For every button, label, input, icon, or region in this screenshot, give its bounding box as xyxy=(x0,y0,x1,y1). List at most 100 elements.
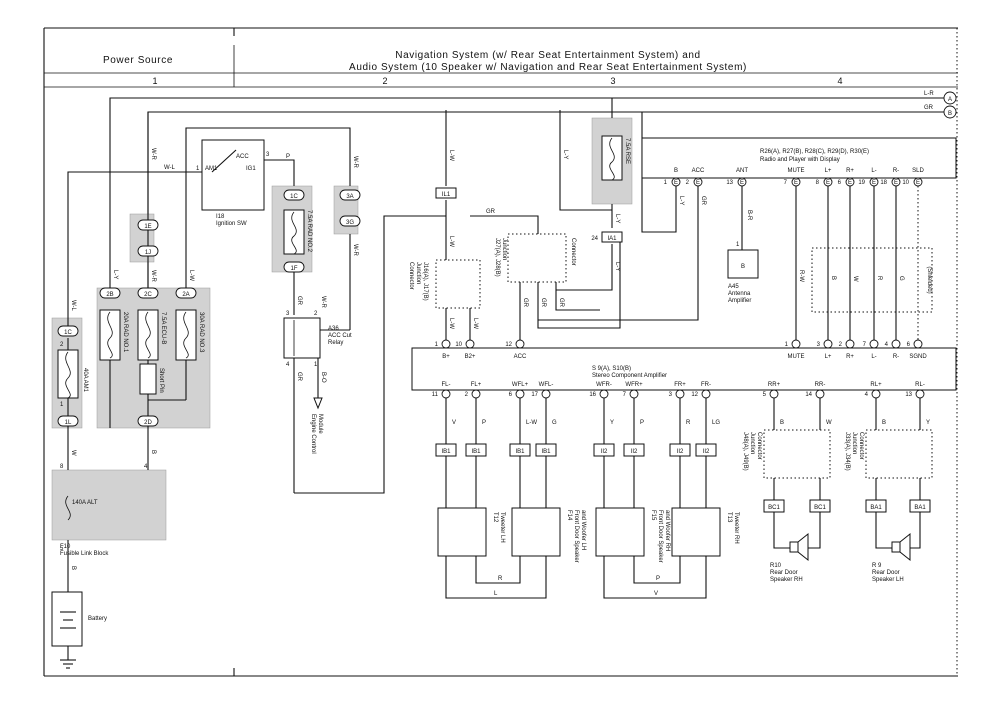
conn-1l: 1L xyxy=(65,420,72,426)
conn-il1: IL1 xyxy=(442,192,451,198)
wire-gr-3: GR xyxy=(486,209,496,215)
antenna-wire: B-R xyxy=(746,210,752,221)
amp-bottom-num-4: 17 xyxy=(531,392,538,398)
wire-p-1: P xyxy=(286,154,290,160)
short-pin-label: Short Pin xyxy=(158,368,164,393)
radio-pin-rplus: R+ xyxy=(846,168,854,174)
column-4: 4 xyxy=(837,76,842,86)
fuse-alt xyxy=(65,495,71,521)
radio-pin-num-7: 19 xyxy=(858,180,865,186)
conn-ii2-b: II2 xyxy=(631,449,638,455)
wire-lw-2: L-W xyxy=(448,150,454,161)
column-1: 1 xyxy=(152,76,157,86)
radio-pin-num-8: 18 xyxy=(880,180,887,186)
radio-pin-num-4: 7 xyxy=(784,180,788,186)
wire-wr-5: W-R xyxy=(320,296,326,309)
radio-name: Radio and Player with Display xyxy=(760,157,840,163)
wire-gr-2: GR xyxy=(296,372,302,382)
amp-pin-wfr-plus: WFR+ xyxy=(625,382,643,388)
wire-wr-1: W-R xyxy=(150,148,156,161)
radio-pin-num-3: 13 xyxy=(726,180,733,186)
antenna-id: A45 xyxy=(728,284,739,290)
amp-pin-b2plus: B2+ xyxy=(465,354,476,360)
wire-color-wfl-minus: G xyxy=(552,420,557,426)
fusible-link-name: Fusible Link Block xyxy=(60,551,109,557)
amp-top-num-4: 1 xyxy=(785,342,789,348)
wire-color-fr-minus: LG xyxy=(712,420,720,426)
amp-top-num-1: 1 xyxy=(435,342,439,348)
wire-gr-1: GR xyxy=(296,296,302,306)
conn-2a: 2A xyxy=(182,292,189,298)
amp-top-num-8: 4 xyxy=(885,342,889,348)
j16-name1: Junction xyxy=(415,262,421,284)
amp-pin-lminus: L- xyxy=(871,354,876,360)
ig-ig1-label: IG1 xyxy=(246,166,256,172)
conn-ib1-c: IB1 xyxy=(515,449,525,455)
fuse-rad2 xyxy=(283,209,305,255)
conn-ii2-c: II2 xyxy=(677,449,684,455)
fuse-rad2-label: 7.5A RAD NO.2 xyxy=(306,210,312,253)
conn-bc1-a: BC1 xyxy=(768,505,780,511)
speaker-return-labels: R L P V xyxy=(494,576,660,597)
amp-top-num-9: 6 xyxy=(907,342,911,348)
radio-pin-sld: SLD xyxy=(912,168,924,174)
junction-j16 xyxy=(435,259,481,309)
j16-id: J16(A), J17(B) xyxy=(422,262,428,301)
wire-wr-2: W-R xyxy=(150,270,156,283)
radio-pin-letter-8: E xyxy=(894,180,898,186)
radio-pin-rminus: R- xyxy=(893,168,899,174)
radio-pin-lminus: L- xyxy=(871,168,876,174)
short-pin xyxy=(139,363,157,395)
amp-pin-fr-plus: FR+ xyxy=(674,382,686,388)
speaker-lh-icon xyxy=(891,532,911,562)
wire-color-labels: W-R W-L W-L L-Y W-R L-W P W-R W-R GR W-R… xyxy=(70,148,904,570)
antenna-name2: Amplifier xyxy=(728,298,751,304)
offpage-a: A xyxy=(948,97,952,103)
offpage-a-wire: L-R xyxy=(924,91,934,97)
j27-name2: Connector xyxy=(570,238,576,266)
wire-color-rr-minus: W xyxy=(826,420,832,426)
conn-ib1-b: IB1 xyxy=(471,449,481,455)
inline-connectors: IB1 IB1 IB1 IB1 II2 II2 II2 II2 BC1 BC1 … xyxy=(435,443,931,513)
radio-pin-num-6: 6 xyxy=(838,180,842,186)
f14-name2: and Woofer LH xyxy=(580,510,586,550)
fuse-ecub xyxy=(137,309,159,361)
acc-cut-relay xyxy=(283,317,321,359)
amp-pin-sgnd: SGND xyxy=(909,354,927,360)
f14-name1: Front Door Speaker xyxy=(573,510,579,563)
radio-pin-mute: MUTE xyxy=(788,168,805,174)
ecm-arrow xyxy=(313,397,323,410)
offpage-b: B xyxy=(948,111,952,117)
relay-pin-1: 1 xyxy=(314,362,318,368)
wire-ly-1: L-Y xyxy=(112,270,118,279)
offpage-b-wire: GR xyxy=(924,105,934,111)
j16-name2: Connector xyxy=(408,262,414,290)
ig-acc-label: ACC xyxy=(236,154,249,160)
radio-pin-letter-5: E xyxy=(826,180,830,186)
amp-bottom-num-3: 6 xyxy=(509,392,513,398)
amp-bottom-num-2: 2 xyxy=(465,392,469,398)
junction-j33-box xyxy=(865,429,933,479)
am1-pin-1: 1 xyxy=(60,402,64,408)
j48-name1: Junction xyxy=(749,432,755,454)
wire-ly-5: L-Y xyxy=(678,196,684,205)
wire-lw-4: L-W xyxy=(448,318,454,329)
wire-lw-1: L-W xyxy=(188,270,194,281)
relay-pin-3: 3 xyxy=(286,311,290,317)
conn-1c-left: 1C xyxy=(64,330,72,336)
fl-pin-4: 4 xyxy=(144,464,148,470)
wire-b-1: B xyxy=(150,450,156,454)
relay-id: A36 xyxy=(328,326,339,332)
amp-top-num-3: 12 xyxy=(505,342,512,348)
ig-pin-1: 1 xyxy=(196,166,200,172)
wire-v-rh: V xyxy=(654,591,658,597)
amp-bottom-num-5: 16 xyxy=(589,392,596,398)
wire-wr-4: W-R xyxy=(352,244,358,257)
amp-output-wire-labels: V P L-W G Y P R LG B W B Y xyxy=(452,420,930,426)
offpage-a-marker xyxy=(943,91,957,105)
wire-color-rl-plus: B xyxy=(882,420,886,426)
diagram-title-line1: Navigation System (w/ Rear Seat Entertai… xyxy=(395,50,700,61)
column-2: 2 xyxy=(382,76,387,86)
antenna-label: B xyxy=(741,264,745,270)
relay-pin-2: 2 xyxy=(314,311,318,317)
